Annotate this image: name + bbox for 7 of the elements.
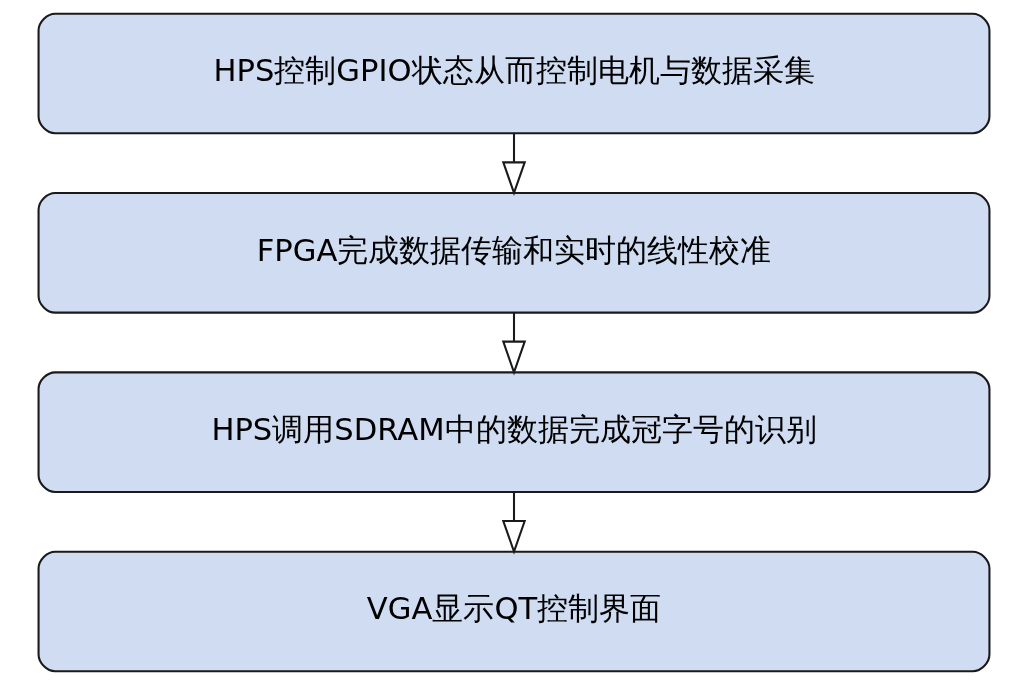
- node-box: HPS调用SDRAM中的数据完成冠字号的识别: [37, 371, 990, 493]
- arrow: [501, 492, 526, 555]
- arrow: [501, 133, 526, 197]
- arrow: [501, 313, 526, 376]
- node-box: FPGA完成数据传输和实时的线性校准: [37, 192, 990, 314]
- node-box: VGA显示QT控制界面: [37, 550, 990, 673]
- node-box: HPS控制GPIO状态从而控制电机与数据采集: [37, 12, 990, 135]
